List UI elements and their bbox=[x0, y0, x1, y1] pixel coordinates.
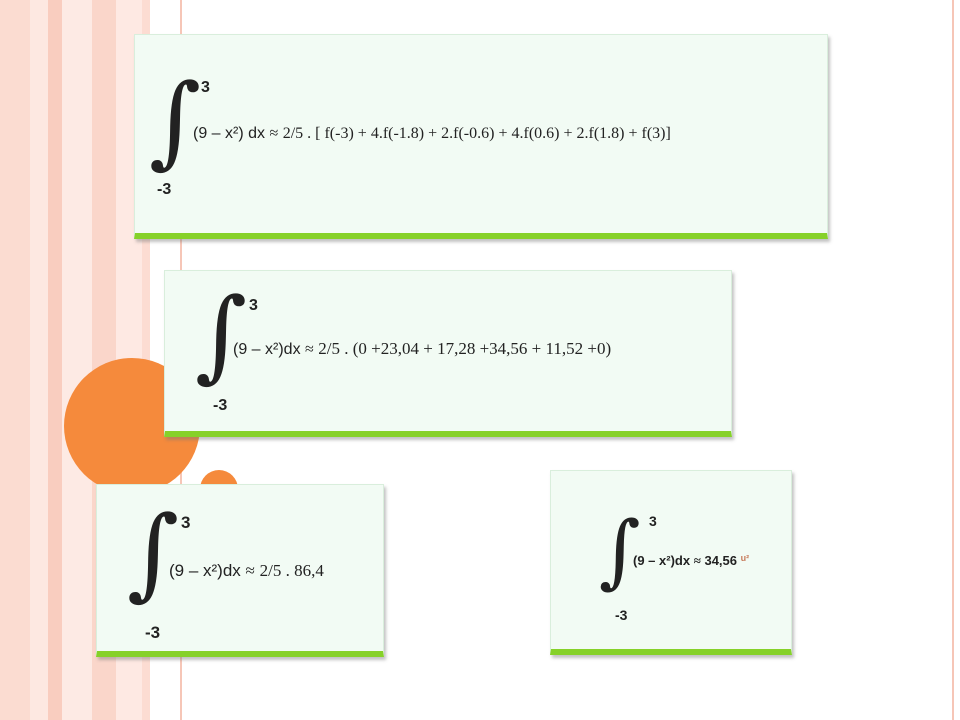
integral-lower-limit: -3 bbox=[157, 181, 172, 198]
formula-expression: (9 – x²)dx ≈ 34,56 u² bbox=[633, 553, 749, 569]
decor-stripe bbox=[30, 0, 48, 720]
approx-symbol: ≈ bbox=[269, 125, 279, 142]
approx-symbol: ≈ bbox=[693, 553, 701, 568]
formula-rhs: 34,56 bbox=[704, 553, 738, 568]
formula-panel-1: ∫ 3 -3 (9 – x²) dx ≈ 2/5 . [ f(-3) + 4.f… bbox=[134, 34, 828, 239]
integral-upper-limit: 3 bbox=[249, 297, 258, 314]
formula-expression: (9 – x²) dx ≈ 2/5 . [ f(-3) + 4.f(-1.8) … bbox=[193, 125, 671, 143]
formula-panel-2: ∫ 3 -3 (9 – x²)dx ≈ 2/5 . (0 +23,04 + 17… bbox=[164, 270, 732, 437]
integral-lower-limit: -3 bbox=[615, 607, 628, 623]
integral-upper-limit: 3 bbox=[649, 513, 657, 529]
integral-lower-limit: -3 bbox=[145, 623, 161, 642]
formula-rhs: 2/5 . (0 +23,04 + 17,28 +34,56 + 11,52 +… bbox=[318, 339, 612, 358]
decor-vertical-line bbox=[952, 0, 954, 720]
integral-sign: ∫ bbox=[127, 494, 180, 611]
unit-label: u² bbox=[740, 553, 750, 563]
integral-upper-limit: 3 bbox=[181, 513, 191, 532]
formula-expression: (9 – x²)dx ≈ 2/5 . (0 +23,04 + 17,28 +34… bbox=[233, 339, 611, 359]
decor-stripe bbox=[0, 0, 30, 720]
formula-panel-4: ∫ 3 -3 (9 – x²)dx ≈ 34,56 u² bbox=[550, 470, 792, 655]
approx-symbol: ≈ bbox=[305, 341, 314, 358]
formula-rhs: 2/5 . 86,4 bbox=[259, 561, 324, 580]
integral-sign: ∫ bbox=[195, 276, 248, 393]
integral-sign: ∫ bbox=[599, 504, 641, 597]
formula-panel-3: ∫ 3 -3 (9 – x²)dx ≈ 2/5 . 86,4 bbox=[96, 484, 384, 657]
integrand: (9 – x²) dx bbox=[193, 125, 266, 142]
decor-stripe bbox=[62, 0, 92, 720]
decor-stripe bbox=[48, 0, 62, 720]
integral-upper-limit: 3 bbox=[201, 79, 210, 96]
approx-symbol: ≈ bbox=[245, 561, 255, 580]
integral-lower-limit: -3 bbox=[213, 397, 228, 414]
integrand: (9 – x²)dx bbox=[233, 341, 301, 358]
formula-expression: (9 – x²)dx ≈ 2/5 . 86,4 bbox=[169, 561, 324, 581]
integrand: (9 – x²)dx bbox=[169, 561, 241, 580]
integrand: (9 – x²)dx bbox=[633, 553, 691, 568]
integral-sign: ∫ bbox=[149, 62, 202, 179]
formula-rhs: 2/5 . [ f(-3) + 4.f(-1.8) + 2.f(-0.6) + … bbox=[282, 125, 671, 142]
